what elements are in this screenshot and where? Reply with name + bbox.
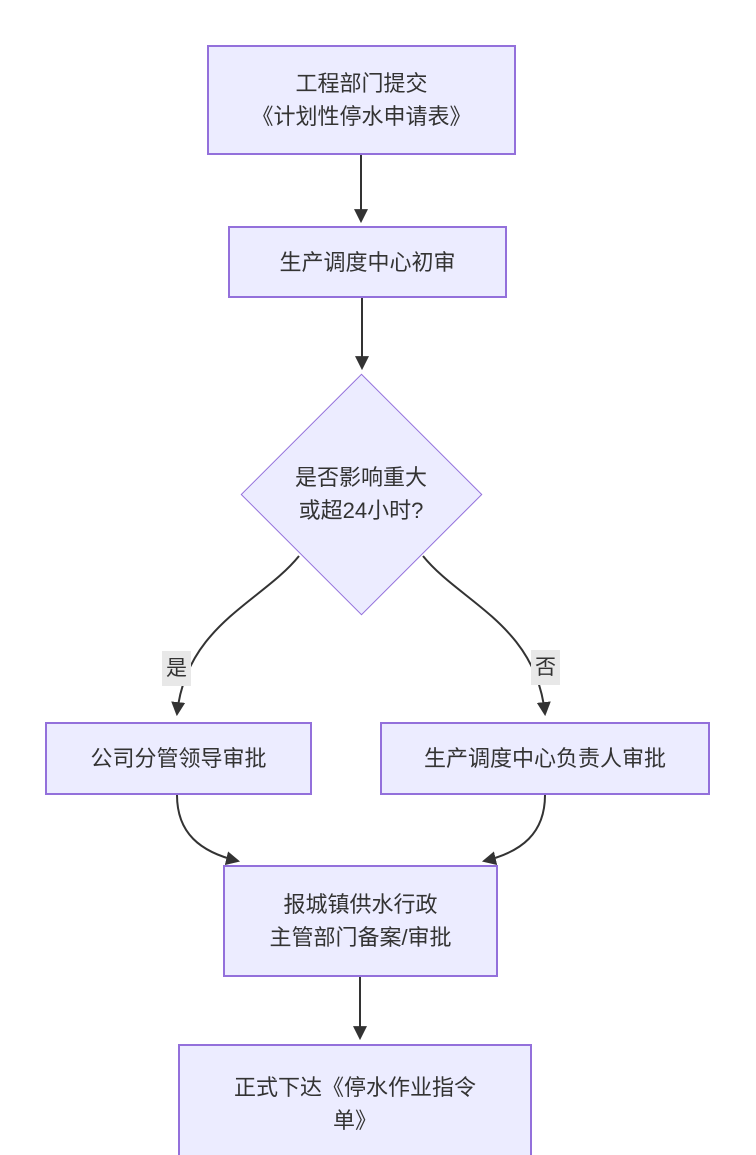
node-initial-review-label: 生产调度中心初审 — [279, 249, 456, 275]
node-decision-label: 是否影响重大 或超24小时? — [294, 465, 427, 523]
edge-label-yes: 是 — [162, 651, 191, 686]
node-issue-order: 正式下达《停水作业指令 单》 — [178, 1044, 532, 1155]
node-submit-application: 工程部门提交 《计划性停水申请表》 — [207, 45, 516, 155]
edge-decision-yes — [171, 555, 300, 717]
edge-decision-no — [422, 555, 551, 717]
edge-label-no: 否 — [531, 650, 560, 685]
edge-leader-to-gov — [176, 794, 241, 866]
node-leader-approval: 公司分管领导审批 — [45, 722, 312, 795]
node-submit-application-label: 工程部门提交 《计划性停水申请表》 — [251, 71, 472, 129]
node-dispatch-head-approval-label: 生产调度中心负责人审批 — [423, 746, 666, 771]
edge-dispatch-to-gov — [481, 794, 546, 866]
node-government-record-label: 报城镇供水行政 主管部门备案/审批 — [269, 892, 452, 950]
node-leader-approval-label: 公司分管领导审批 — [90, 746, 267, 771]
node-initial-review: 生产调度中心初审 — [228, 226, 507, 298]
node-issue-order-label: 正式下达《停水作业指令 单》 — [233, 1075, 476, 1133]
node-government-record: 报城镇供水行政 主管部门备案/审批 — [223, 865, 498, 977]
node-dispatch-head-approval: 生产调度中心负责人审批 — [380, 722, 710, 795]
